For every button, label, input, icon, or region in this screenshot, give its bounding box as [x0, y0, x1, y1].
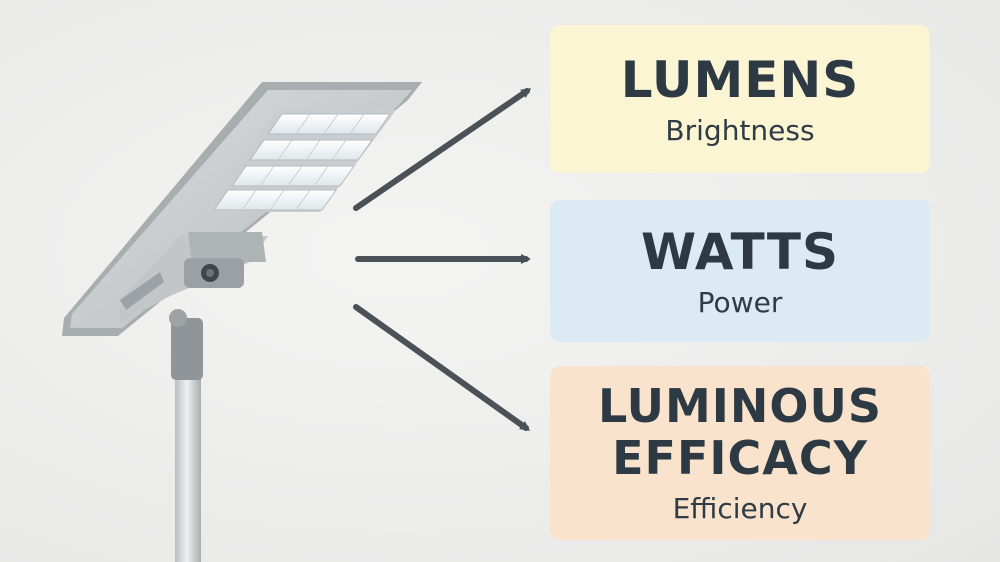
- mount-clamp: [188, 232, 266, 262]
- efficacy-title-line2: EFFICACY: [612, 430, 868, 485]
- watts-card: WATTS Power: [550, 200, 930, 342]
- led-row: [249, 139, 373, 161]
- lumens-card: LUMENS Brightness: [550, 25, 930, 173]
- solar-street-light-icon: [62, 82, 422, 562]
- efficacy-subtitle: Efficiency: [672, 492, 808, 526]
- efficacy-title-line1: LUMINOUS: [598, 378, 882, 433]
- watts-title: WATTS: [640, 222, 840, 281]
- pole-bracket: [171, 318, 203, 380]
- efficacy-card: LUMINOUS EFFICACY Efficiency: [550, 366, 930, 540]
- led-row: [231, 165, 355, 187]
- arrow-right-icon: [353, 304, 531, 431]
- light-pole: [175, 370, 201, 562]
- led-row: [267, 113, 391, 135]
- led-row: [213, 189, 337, 211]
- watts-subtitle: Power: [697, 285, 783, 319]
- arrow-right-icon: [353, 88, 532, 211]
- lumens-subtitle: Brightness: [665, 113, 815, 147]
- lumens-title: LUMENS: [620, 50, 860, 109]
